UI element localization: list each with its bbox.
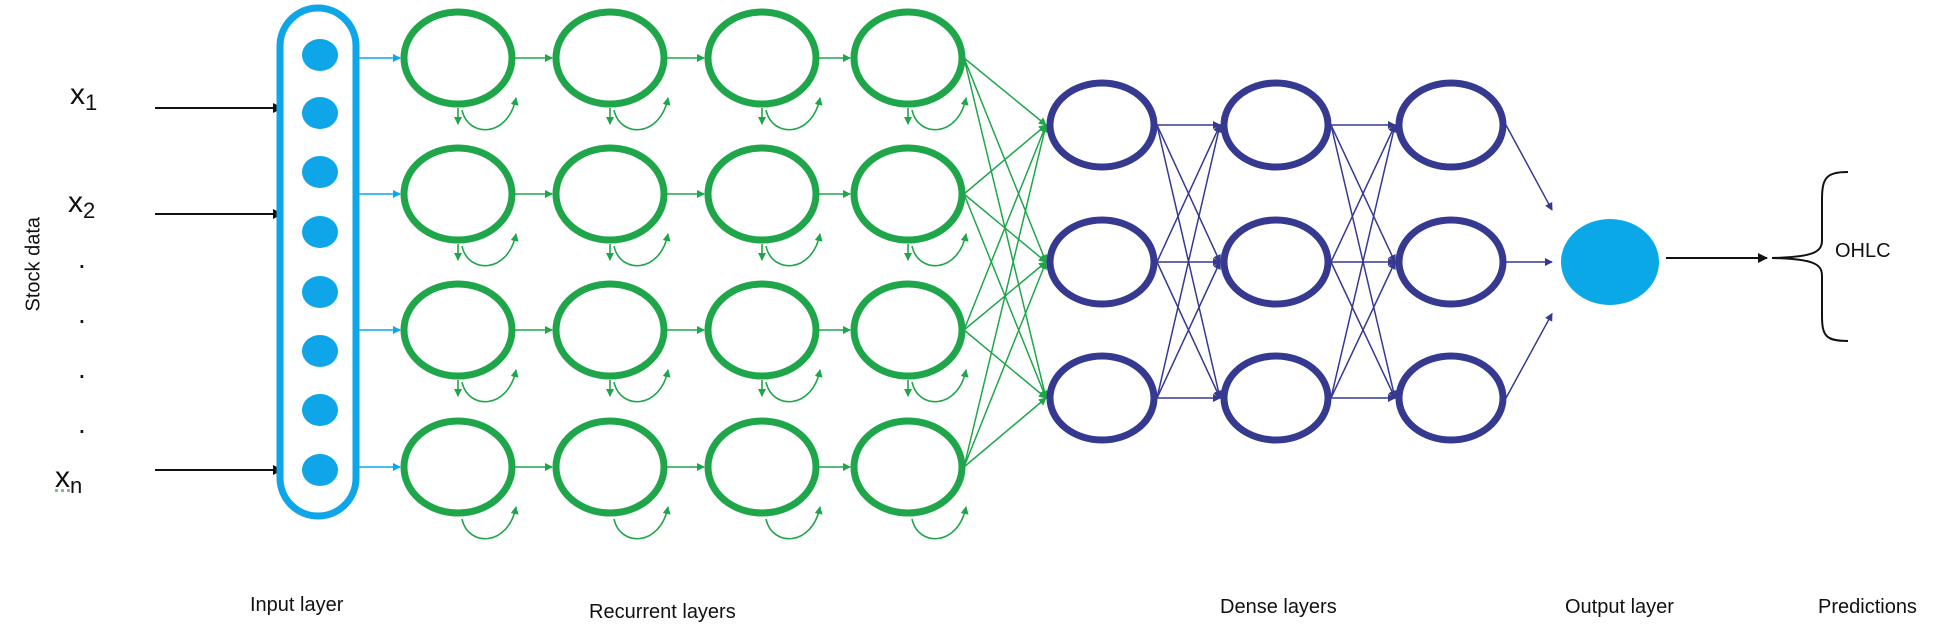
connections	[155, 54, 1768, 540]
recurrent-neuron	[850, 280, 966, 380]
recurrent-to-dense-arrow	[963, 57, 1047, 126]
recurrent-neuron	[552, 417, 668, 517]
recurrent-to-dense-arrow	[963, 124, 1049, 468]
recurrent-neuron	[704, 8, 820, 108]
recurrent-self-loop	[911, 369, 969, 403]
dense-connection-arrow	[1156, 261, 1221, 399]
output-neuron	[1561, 219, 1659, 305]
ellipsis-dot: .	[78, 298, 86, 329]
recurrent-to-dense-arrow	[963, 397, 1047, 468]
recurrent-self-loop	[613, 369, 671, 403]
dense-connection-arrow	[1330, 124, 1396, 263]
predictions-brace	[1771, 171, 1849, 342]
input-neuron	[302, 216, 338, 248]
recurrent-to-dense-arrow	[963, 261, 1048, 468]
recurrent-self-loop	[461, 233, 519, 267]
recurrent-self-loop	[765, 369, 823, 403]
dense-connection-arrow	[1330, 124, 1398, 399]
ohlc-label: OHLC	[1835, 240, 1891, 262]
dense-layers-label: Dense layers	[1220, 596, 1337, 618]
dense-to-output-arrow	[1505, 312, 1553, 399]
ellipsis-dot: .	[78, 408, 86, 439]
recurrent-neuron	[850, 8, 966, 108]
input-neuron	[302, 454, 338, 486]
recurrent-self-loop	[911, 233, 969, 267]
recurrent-self-loop	[765, 233, 823, 267]
predictions-label: Predictions	[1818, 596, 1917, 618]
dense-neuron	[1046, 79, 1158, 171]
input-neuron	[302, 335, 338, 367]
stock-data-label: Stock data	[22, 216, 45, 312]
recurrent-neuron	[850, 144, 966, 244]
ellipsis-dot: .	[78, 243, 86, 274]
recurrent-neuron	[704, 417, 820, 517]
recurrent-neuron	[400, 144, 516, 244]
dense-to-output-arrow	[1505, 124, 1553, 211]
output-layer-label: Output layer	[1565, 596, 1674, 618]
recurrent-layers-label: Recurrent layers	[589, 601, 736, 623]
recurrent-to-dense-arrow	[963, 124, 1047, 195]
recurrent-neuron	[704, 280, 820, 380]
input-neuron	[302, 156, 338, 188]
recurrent-self-loop	[461, 506, 519, 540]
recurrent-neuron	[400, 417, 516, 517]
recurrent-self-loop	[461, 97, 519, 131]
recurrent-neuron	[552, 8, 668, 108]
dense-neuron	[1395, 352, 1507, 444]
recurrent-neuron	[704, 144, 820, 244]
recurrent-self-loop	[461, 369, 519, 403]
ellipsis-dot: .	[78, 353, 86, 384]
recurrent-self-loop	[765, 97, 823, 131]
recurrent-self-loop	[613, 233, 671, 267]
dense-neuron	[1220, 216, 1332, 308]
nodes	[276, 4, 1659, 520]
dense-neuron	[1220, 79, 1332, 171]
input-label-xn: xn	[55, 461, 83, 498]
dense-neuron	[1220, 352, 1332, 444]
input-label-x2: x2	[68, 186, 96, 223]
dense-connection-arrow	[1330, 261, 1396, 399]
dense-neuron	[1046, 352, 1158, 444]
input-neuron	[302, 276, 338, 308]
recurrent-neuron	[552, 144, 668, 244]
input-label-x1: x1	[70, 78, 98, 115]
recurrent-self-loop	[765, 506, 823, 540]
recurrent-to-dense-arrow	[963, 124, 1048, 331]
dense-connection-arrow	[1156, 124, 1221, 263]
input-neuron	[302, 97, 338, 129]
input-layer-label: Input layer	[250, 594, 344, 616]
dense-neuron	[1395, 216, 1507, 308]
dense-connection-arrow	[1156, 124, 1223, 399]
recurrent-self-loop	[911, 506, 969, 540]
recurrent-neuron	[400, 8, 516, 108]
recurrent-neuron	[850, 417, 966, 517]
annotations	[1771, 171, 1849, 342]
recurrent-self-loop	[911, 97, 969, 131]
dense-neuron	[1395, 79, 1507, 171]
recurrent-self-loop	[613, 97, 671, 131]
input-neuron	[302, 394, 338, 426]
dense-neuron	[1046, 216, 1158, 308]
recurrent-self-loop	[613, 506, 671, 540]
input-neuron	[302, 39, 338, 71]
input-layer-capsule	[276, 4, 360, 520]
recurrent-neuron	[552, 280, 668, 380]
recurrent-neuron	[400, 280, 516, 380]
